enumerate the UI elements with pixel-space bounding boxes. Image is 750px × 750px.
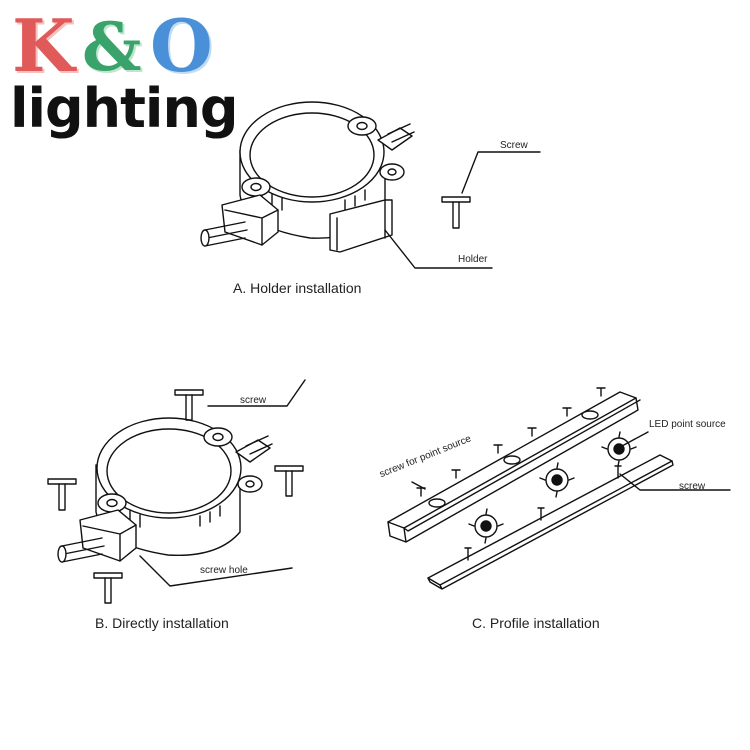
module-a-drawing <box>200 101 541 269</box>
module-b-drawing <box>47 379 306 604</box>
led-point-source-2 <box>539 462 575 498</box>
label-led-point-source: LED point source <box>649 419 726 430</box>
label-screw-a: Screw <box>500 140 528 151</box>
led-point-source-1 <box>468 508 504 544</box>
caption-b: B. Directly installation <box>95 615 229 631</box>
logo-letter-k: K <box>12 3 75 88</box>
caption-a: A. Holder installation <box>233 280 362 296</box>
logo-wordmark: lighting <box>10 77 239 140</box>
led-point-source-3 <box>601 431 637 467</box>
label-holder: Holder <box>458 254 488 265</box>
profile-drawing <box>387 387 731 590</box>
logo-letter-o: O <box>150 3 213 88</box>
label-screw-hole: screw hole <box>200 565 248 576</box>
label-screw-b: screw <box>240 395 267 406</box>
label-screw-c: screw <box>679 481 706 492</box>
caption-c: C. Profile installation <box>472 615 600 631</box>
logo-letter-amp: & <box>82 8 142 86</box>
